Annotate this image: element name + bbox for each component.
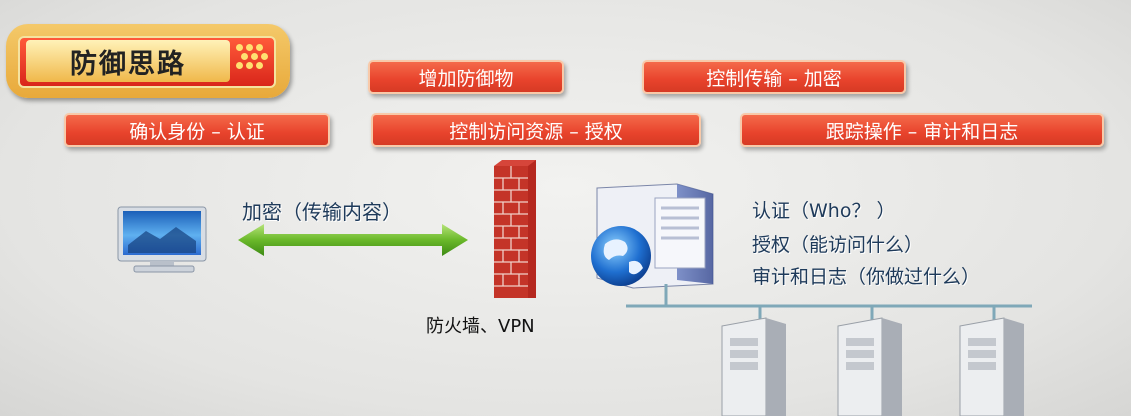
note-authentication: 认证（Who？ ） — [752, 200, 896, 222]
pill-audit: 跟踪操作 – 审计和日志 — [740, 113, 1104, 147]
monitor-icon — [117, 206, 207, 273]
note-authorization: 授权（能访问什么） — [752, 234, 924, 256]
firewall-icon — [494, 160, 536, 298]
note-audit: 审计和日志（你做过什么） — [752, 266, 981, 288]
server-icon — [591, 183, 714, 289]
firewall-label: 防火墙、VPN — [426, 316, 535, 337]
tower-server-icon — [837, 317, 902, 416]
page-title: 防御思路 — [26, 40, 230, 82]
pill-authentication: 确认身份 – 认证 — [64, 113, 330, 147]
double-arrow-icon — [238, 224, 468, 256]
link-label: 加密（传输内容） — [242, 200, 402, 224]
pill-authorization: 控制访问资源 – 授权 — [371, 113, 701, 147]
tower-server-icon — [721, 317, 786, 416]
tower-server-icon — [959, 317, 1024, 416]
pill-add-defense: 增加防御物 — [368, 60, 564, 94]
pill-control-transfer: 控制传输 – 加密 — [642, 60, 906, 94]
